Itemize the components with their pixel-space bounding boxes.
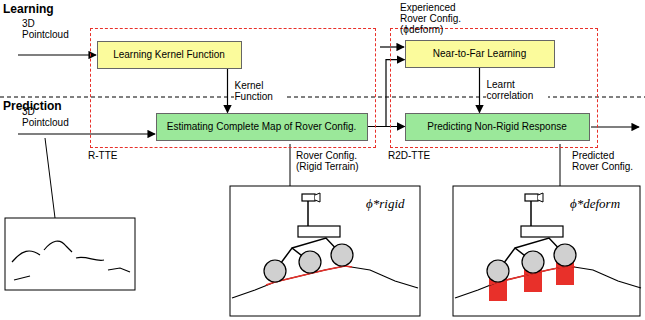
edge-label: Kernel Function: [234, 80, 284, 102]
pointcloud-figure: [5, 218, 135, 290]
section-heading: Learning: [3, 2, 54, 16]
input-arrows: [18, 133, 155, 134]
leader-lines: [45, 138, 55, 218]
pointcloud-figure: [108, 268, 130, 272]
phase-separator: [0, 97, 645, 98]
process-box: Estimating Complete Map of Rover Config.: [156, 113, 368, 141]
rigid-rover-figure: [230, 186, 420, 316]
pointcloud-figure: [12, 251, 40, 262]
input-arrows: [18, 54, 96, 55]
output-label: Rover Config. (Rigid Terrain): [296, 150, 376, 172]
leader-lines: [560, 144, 561, 186]
rigid-rover-figure: [230, 186, 420, 316]
phase-separator: [0, 97, 645, 98]
input-label: Experienced Rover Config. (ϕdeform): [400, 2, 470, 35]
input-label: 3D Pointcloud: [22, 106, 78, 128]
rigid-rover-figure: [302, 194, 315, 201]
flow-arrow: [227, 69, 228, 113]
rigid-rover-figure: [307, 201, 309, 226]
pointcloud-figure: [14, 276, 30, 280]
region-name: R-TTE: [88, 150, 117, 161]
deformable-rover-figure: [453, 186, 640, 316]
rigid-rover-figure: [264, 260, 286, 282]
pointcloud-figure: [44, 241, 72, 252]
process-box: Learning Kernel Function: [97, 41, 242, 69]
deformable-rover-figure: [455, 193, 641, 298]
flow-arrow: [368, 60, 405, 127]
region-name: R2D-TTE: [388, 150, 430, 161]
rigid-rover-figure: [264, 244, 353, 282]
edge-label: Learnt correlation: [486, 79, 548, 101]
rigid-rover-figure: [315, 193, 320, 202]
input-label: 3D Pointcloud: [22, 18, 78, 40]
symbol-label: ϕ*rigid: [366, 196, 405, 211]
input-arrows: [591, 126, 639, 127]
box-label: Near-to-Far Learning: [433, 48, 526, 59]
symbol-label: ϕ*deform: [570, 196, 620, 211]
process-box: Near-to-Far Learning: [405, 40, 555, 68]
rigid-rover-figure: [298, 226, 340, 237]
rigid-rover-figure: [232, 193, 418, 298]
box-label: Predicting Non-Rigid Response: [427, 121, 567, 132]
rigid-rover-figure: [299, 251, 321, 273]
box-label: Estimating Complete Map of Rover Config.: [167, 121, 357, 132]
process-box: Predicting Non-Rigid Response: [405, 113, 590, 141]
pointcloud-figure: [12, 241, 130, 280]
leader-lines: [290, 144, 291, 186]
rigid-rover-figure: [232, 266, 418, 298]
box-label: Learning Kernel Function: [113, 49, 225, 60]
deformable-rover-figure: [453, 186, 641, 316]
pointcloud-figure: [5, 218, 135, 290]
output-label: Predicted Rover Config.: [572, 150, 642, 172]
rigid-rover-figure: [331, 244, 353, 266]
input-arrows: [380, 46, 404, 47]
pointcloud-figure: [76, 257, 104, 260]
flow-arrow: [479, 68, 480, 113]
